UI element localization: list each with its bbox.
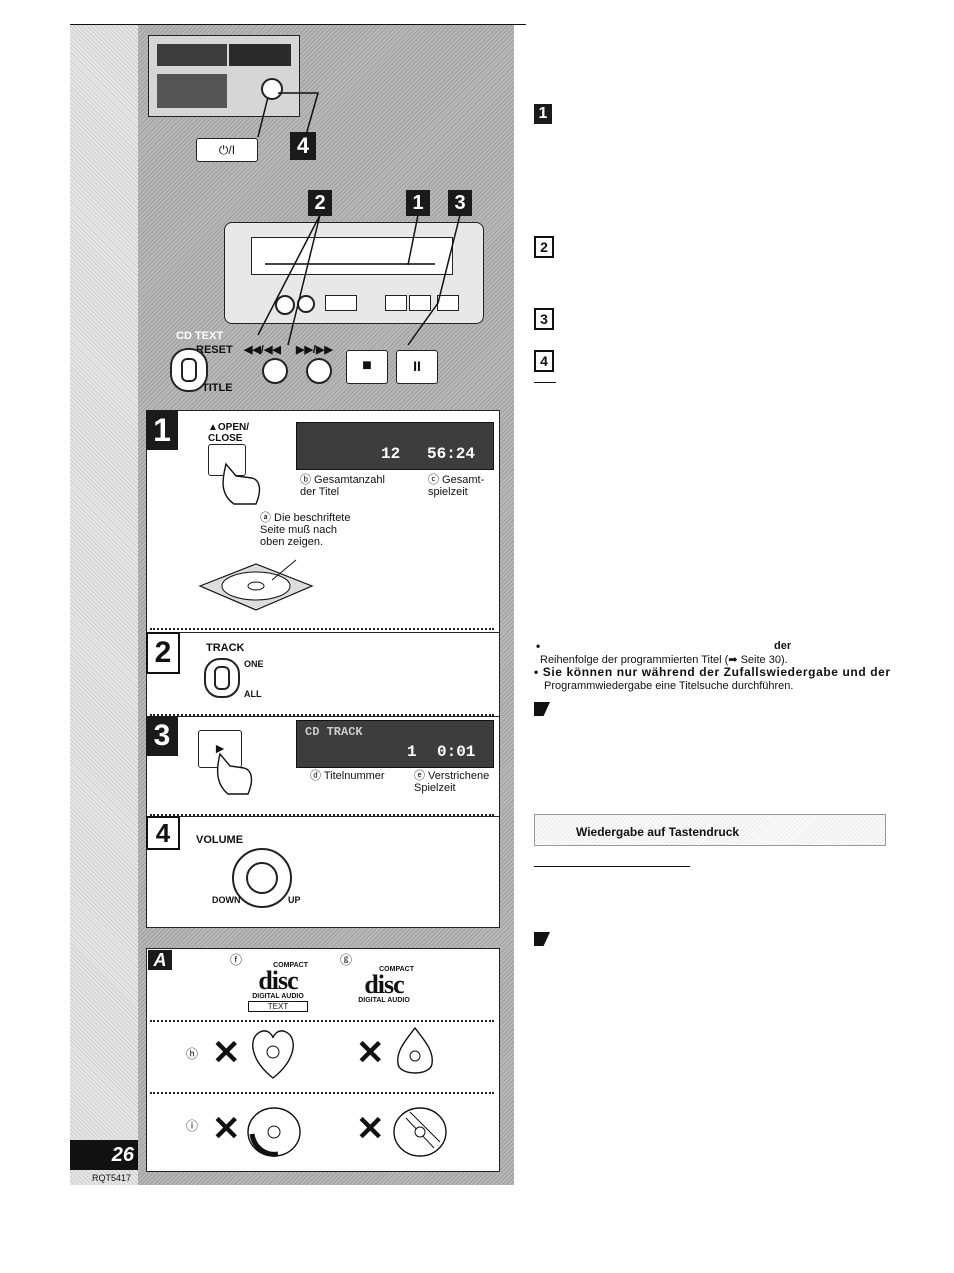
bullet-marker-1: • [536,640,540,653]
volume-label: VOLUME [196,834,243,846]
cd-text-button[interactable] [170,348,208,392]
lcd-track-number: 1 [407,743,417,761]
cd-tray-icon [196,556,316,616]
page-number: 26 [70,1140,138,1170]
down-label: DOWN [212,894,241,906]
cross-icon-2: ✕ [356,1036,385,1070]
step4-box [146,816,500,928]
track-mode-switch[interactable] [204,658,240,698]
mark-h: ⓗ [186,1048,198,1060]
cross-icon-1: ✕ [212,1036,241,1070]
labelled-disc-icon [244,1104,304,1160]
box-a-divider-1 [150,1020,494,1022]
step4-number: 4 [146,816,180,850]
title-label: TITLE [202,382,233,394]
logo-da-f: DIGITAL AUDIO [248,993,308,1000]
skip-back-button[interactable] [262,358,288,384]
step3-number: 3 [146,716,178,756]
up-label: UP [288,894,301,906]
bullet2b-text: Programmwiedergabe eine Titelsuche durch… [544,680,793,692]
step1-a-label: ⓐ Die beschriftete Seite muß nach oben z… [260,512,350,548]
step1-c-label: ⓒ Gesamt- spielzeit [428,474,484,498]
lcd-track-count: 12 [381,445,400,463]
left-margin-strip [70,25,138,1185]
logo-text-f: TEXT [248,1001,308,1012]
step3-d-label: ⓓ Titelnummer [310,770,385,782]
stop-icon: ■ [362,357,372,374]
cd-text-label: CD TEXT [176,330,223,342]
mark-g: ⓖ [340,954,352,966]
logo-word-f: disc [248,969,308,993]
pressing-hand-icon [216,460,266,510]
doc-code: RQT5417 [92,1172,131,1184]
bullet-top-word: der [774,640,791,652]
mark-f: ⓕ [230,954,242,966]
step2-box [146,632,500,718]
cd-text-logo: COMPACT disc DIGITAL AUDIO TEXT [248,962,308,1018]
right-marker-4: 4 [534,350,554,372]
skip-fwd-label: ▶▶/▶▶ [296,344,333,356]
box-a-divider-2 [150,1092,494,1094]
heart-disc-icon [246,1026,300,1082]
pause-button[interactable]: II [396,350,438,384]
cd-logo: COMPACT disc DIGITAL AUDIO [354,966,414,1010]
open-close-label: ▲OPEN/ CLOSE [208,422,249,444]
volume-knob[interactable] [232,848,292,908]
cross-icon-3: ✕ [212,1112,241,1146]
pause-icon: II [413,358,421,374]
note-flag-icon-2 [534,932,550,946]
bullet2-text: • Sie können nur während der Zufallswied… [534,666,891,679]
right-divider [534,866,690,867]
note-flag-icon [534,702,550,716]
right-short-rule [534,382,556,383]
step1-number: 1 [146,410,178,450]
section-heading: Wiedergabe auf Tastendruck [576,826,739,838]
scratched-disc-icon [390,1102,450,1160]
cross-icon-4: ✕ [356,1112,385,1146]
logo-da-g: DIGITAL AUDIO [354,997,414,1004]
one-label: ONE [244,658,264,670]
box-a-letter: A [148,950,172,970]
lcd-cd-track: CD TRACK [305,725,363,739]
teardrop-disc-icon [392,1024,438,1080]
step3-display: CD TRACK 1 0:01 [296,720,494,768]
step2-number: 2 [146,632,180,674]
step1-b-label: ⓑ Gesamtanzahl der Titel [300,474,385,498]
callout-lines-top [138,25,514,185]
all-label: ALL [244,688,262,700]
skip-fwd-button[interactable] [306,358,332,384]
right-marker-2: 2 [534,236,554,258]
mark-i: ⓘ [186,1120,198,1132]
step1-display: 12 56:24 [296,422,494,470]
lcd-total-time: 56:24 [427,445,475,463]
step3-e-label: ⓔ Verstrichene Spielzeit [414,770,489,794]
track-label: TRACK [206,642,245,654]
skip-back-label: ◀◀/◀◀ [244,344,281,356]
pressing-hand-icon-2 [212,750,256,800]
logo-word-g: disc [354,973,414,997]
right-marker-1: 1 [534,104,552,124]
step1-divider [150,628,494,630]
lcd-elapsed-time: 0:01 [437,743,475,761]
right-marker-3: 3 [534,308,554,330]
stop-button[interactable]: ■ [346,350,388,384]
